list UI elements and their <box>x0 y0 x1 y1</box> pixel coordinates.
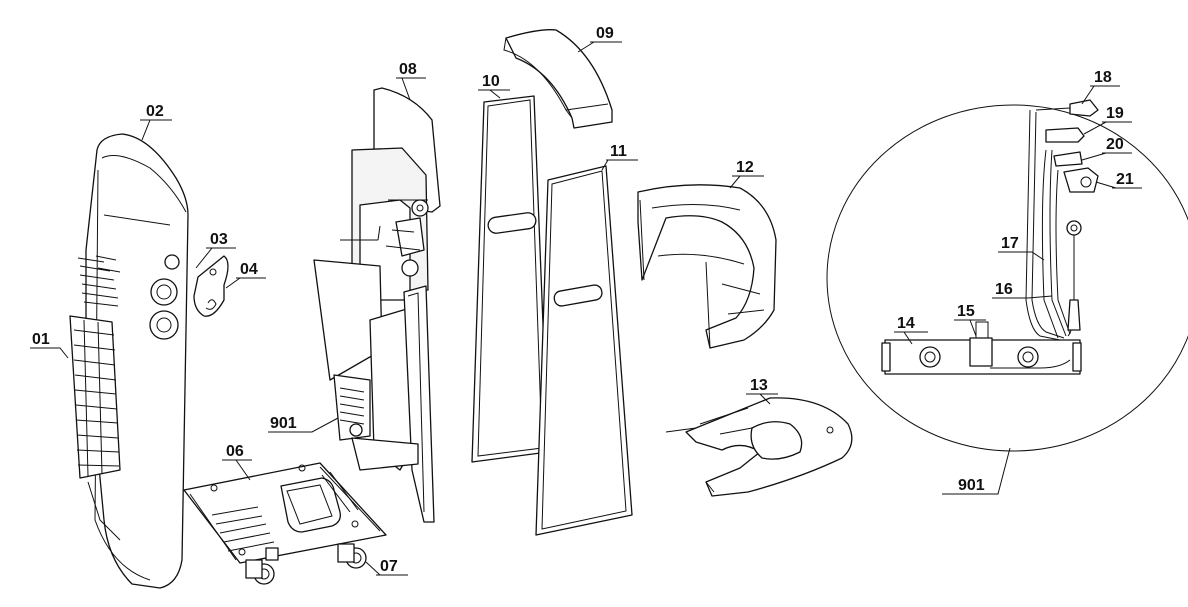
label-15: 15 <box>957 303 975 320</box>
label-04: 04 <box>240 261 258 278</box>
label-06: 06 <box>226 443 244 460</box>
label-16: 16 <box>995 281 1013 298</box>
top-cap <box>503 29 613 129</box>
back-panel-right <box>535 165 633 536</box>
front-casing <box>69 133 189 589</box>
label-02: 02 <box>146 103 164 120</box>
part-labels: 01 02 03 04 06 07 08 09 10 11 12 13 901 … <box>32 25 1134 575</box>
label-901-detail: 901 <box>958 477 985 494</box>
label-18: 18 <box>1094 69 1112 86</box>
label-21: 21 <box>1116 171 1134 188</box>
leader-lines <box>30 41 1142 576</box>
internal-heater-assembly <box>313 87 441 523</box>
label-10: 10 <box>482 73 500 90</box>
label-901-main: 901 <box>270 415 297 432</box>
bracket-part <box>193 255 229 317</box>
detail-901-circle <box>826 99 1188 452</box>
caster-wheel-right <box>337 543 367 569</box>
back-panel-left <box>471 95 549 463</box>
label-17: 17 <box>1001 235 1019 252</box>
label-09: 09 <box>596 25 614 42</box>
curved-rear-cover <box>637 184 777 349</box>
label-03: 03 <box>210 231 228 248</box>
label-19: 19 <box>1106 105 1124 122</box>
label-08: 08 <box>399 61 417 78</box>
base-plate <box>183 462 387 585</box>
bottom-tray <box>665 397 853 497</box>
caster-wheel-left <box>245 547 279 585</box>
label-14: 14 <box>897 315 915 332</box>
label-13: 13 <box>750 377 768 394</box>
label-20: 20 <box>1106 136 1124 153</box>
label-12: 12 <box>736 159 754 176</box>
label-11: 11 <box>610 143 627 160</box>
label-07: 07 <box>380 558 398 575</box>
label-01: 01 <box>32 331 50 348</box>
